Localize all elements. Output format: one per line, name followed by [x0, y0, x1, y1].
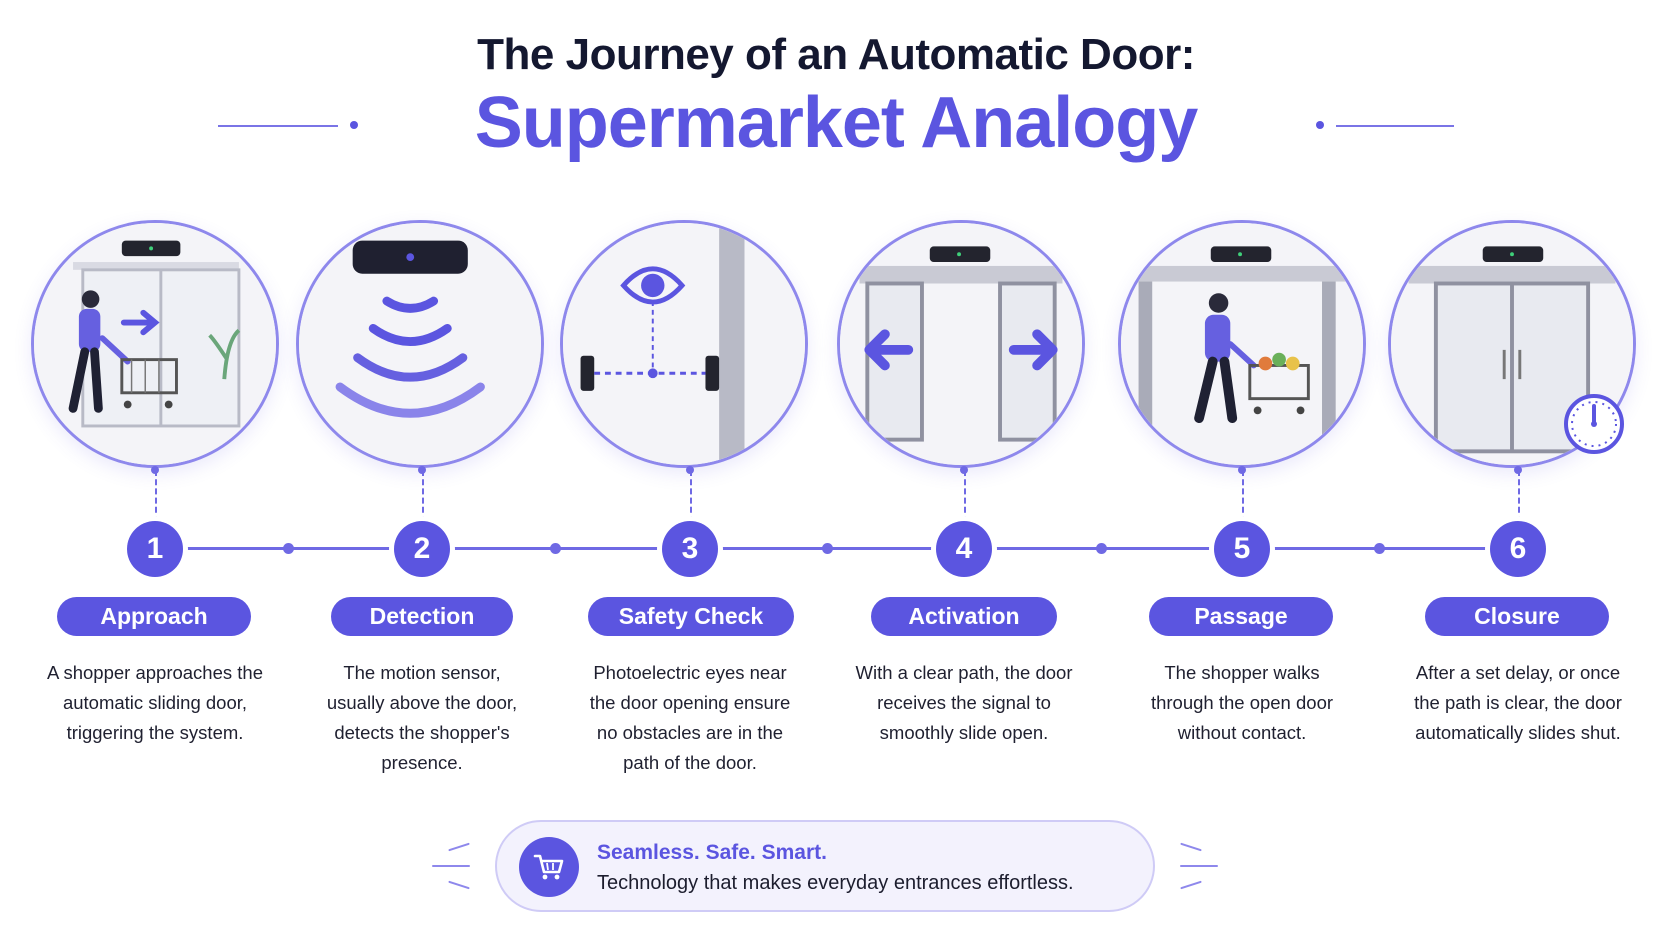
- step-2-label: Detection: [331, 597, 513, 636]
- shopping-cart-icon: [519, 837, 579, 897]
- timeline-dot: [550, 543, 561, 554]
- banner-headline: Seamless. Safe. Smart.: [597, 841, 827, 864]
- step-2-illustration: [296, 220, 544, 468]
- step-5-label: Passage: [1149, 597, 1333, 636]
- title-decor-line-right: [1336, 125, 1454, 127]
- step-4-description: With a clear path, the door receives the…: [855, 662, 1073, 743]
- timer-icon: [1564, 394, 1624, 454]
- connector-2: [422, 470, 424, 522]
- connector-5: [1242, 470, 1244, 522]
- connector-6: [1518, 470, 1520, 522]
- timeline-dot: [822, 543, 833, 554]
- step-4-illustration: [837, 220, 1085, 468]
- banner-subtext: Technology that makes everyday entrances…: [597, 872, 1074, 894]
- step-3-illustration: [560, 220, 808, 468]
- step-3-number: 3: [662, 521, 718, 577]
- title-line-1: The Journey of an Automatic Door:: [477, 30, 1195, 79]
- step-3-description: Photoelectric eyes near the door opening…: [589, 662, 791, 773]
- connector-1: [155, 470, 157, 522]
- step-1-description: A shopper approaches the automatic slidi…: [47, 662, 263, 743]
- banner-spark: [432, 865, 470, 867]
- banner-spark: [448, 842, 470, 852]
- step-5-description: The shopper walks through the open door …: [1150, 662, 1334, 743]
- tagline-banner: Seamless. Safe. Smart. Technology that m…: [495, 820, 1155, 912]
- step-1-illustration: [31, 220, 279, 468]
- timeline-dot: [1096, 543, 1107, 554]
- connector-4: [964, 470, 966, 522]
- connector-3: [690, 470, 692, 522]
- timeline-dot: [1374, 543, 1385, 554]
- title-line-2: Supermarket Analogy: [474, 83, 1199, 163]
- step-4-number: 4: [936, 521, 992, 577]
- step-1-number: 1: [127, 521, 183, 577]
- timeline-line: [155, 547, 1515, 550]
- step-5-illustration: [1118, 220, 1366, 468]
- step-4-label: Activation: [871, 597, 1057, 636]
- title-decor-dot-left: [350, 121, 358, 129]
- title-decor-line-left: [218, 125, 338, 127]
- banner-spark: [448, 880, 470, 890]
- step-6-description: After a set delay, or once the path is c…: [1414, 662, 1622, 743]
- step-5-number: 5: [1214, 521, 1270, 577]
- step-6-number: 6: [1490, 521, 1546, 577]
- step-1-label: Approach: [57, 597, 251, 636]
- step-2-description: The motion sensor, usually above the doo…: [326, 662, 518, 773]
- timeline-dot: [283, 543, 294, 554]
- banner-spark: [1180, 865, 1218, 867]
- banner-spark: [1180, 842, 1202, 852]
- step-3-label: Safety Check: [588, 597, 794, 636]
- step-2-number: 2: [394, 521, 450, 577]
- title-decor-dot-right: [1316, 121, 1324, 129]
- step-6-label: Closure: [1425, 597, 1609, 636]
- banner-spark: [1180, 880, 1202, 890]
